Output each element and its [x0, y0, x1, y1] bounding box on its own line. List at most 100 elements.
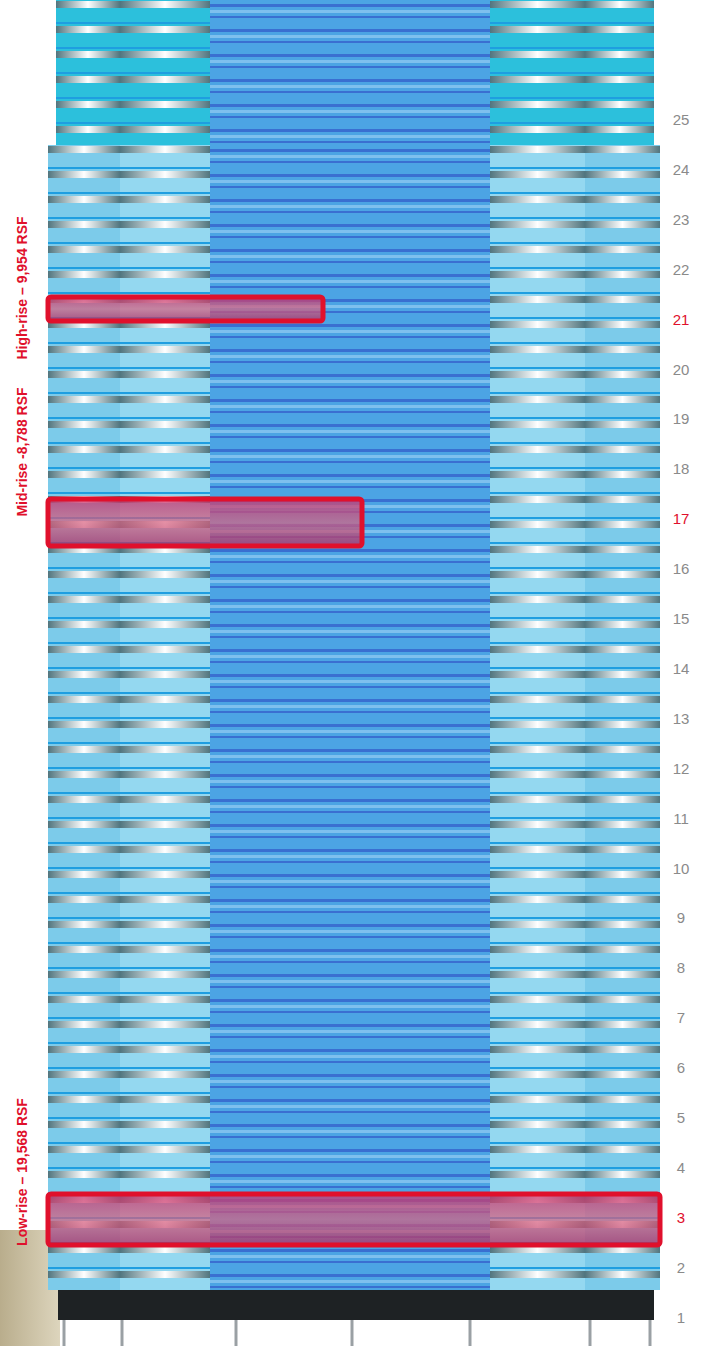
facade-line: [490, 467, 585, 469]
facade-line: [210, 1124, 490, 1127]
facade-line: [210, 899, 490, 902]
facade-stripe: [56, 126, 120, 133]
facade-stripe: [490, 846, 585, 853]
facade-line: [210, 680, 490, 683]
building-body: [48, 0, 660, 1290]
facade-stripe: [490, 496, 585, 503]
facade-stripe: [490, 446, 585, 453]
facade-line: [585, 542, 660, 544]
facade-stripe: [120, 596, 210, 603]
facade-stripe: [490, 101, 585, 108]
facade-line: [210, 60, 490, 63]
facade-line: [490, 22, 585, 24]
facade-line: [210, 574, 490, 577]
facade-line: [48, 367, 120, 369]
facade-line: [210, 336, 490, 338]
facade-line: [210, 980, 490, 983]
facade-line: [210, 1249, 490, 1252]
facade-line: [210, 636, 490, 638]
facade-stripe: [490, 1146, 585, 1153]
facade-stripe: [585, 821, 660, 828]
facade-stripe: [48, 746, 120, 753]
facade-stripe: [490, 1071, 585, 1078]
facade-line: [210, 755, 490, 758]
facade-line: [56, 47, 120, 49]
facade-line: [490, 1117, 585, 1119]
facade-line: [490, 767, 585, 769]
facade-stripe: [585, 271, 660, 278]
facade-stripe: [48, 171, 120, 178]
facade-line: [210, 230, 490, 233]
facade-stripe: [585, 546, 660, 553]
facade-line: [210, 224, 490, 227]
facade-line: [585, 1067, 660, 1069]
facade-line: [210, 29, 490, 32]
facade-line: [210, 35, 490, 38]
facade-line: [120, 1067, 210, 1069]
facade-line: [120, 967, 210, 969]
facade-line: [210, 605, 490, 608]
facade-stripe: [585, 946, 660, 953]
facade-line: [490, 742, 585, 744]
floor-number: 9: [677, 909, 685, 926]
facade-stripe: [120, 221, 210, 228]
facade-stripe: [585, 76, 654, 83]
facade-stripe: [490, 896, 585, 903]
facade-line: [48, 742, 120, 744]
facade-stripe: [48, 671, 120, 678]
facade-line: [490, 792, 585, 794]
facade-line: [210, 110, 490, 113]
facade-line: [585, 47, 654, 49]
facade-line: [120, 292, 210, 294]
facade-line: [585, 592, 660, 594]
facade-line: [210, 1155, 490, 1158]
facade-line: [210, 599, 490, 602]
facade-stripe: [48, 1271, 120, 1278]
facade-line: [210, 986, 490, 988]
facade-line: [210, 911, 490, 913]
floor-number: 19: [673, 410, 690, 427]
facade-stripe: [490, 721, 585, 728]
facade-line: [585, 1092, 660, 1094]
facade-line: [210, 1274, 490, 1277]
facade-line: [210, 205, 490, 208]
facade-line: [490, 667, 585, 669]
facade-line: [120, 392, 210, 394]
facade-line: [210, 711, 490, 713]
floor-number: 13: [673, 709, 690, 726]
facade-line: [210, 1174, 490, 1177]
facade-line: [490, 817, 585, 819]
facade-stripe: [120, 271, 210, 278]
facade-stripe: [585, 101, 654, 108]
facade-line: [210, 811, 490, 813]
facade-stripe: [48, 846, 120, 853]
facade-line: [210, 91, 490, 93]
facade-line: [210, 330, 490, 333]
floor-number: 24: [673, 160, 690, 177]
facade-stripe: [48, 471, 120, 478]
facade-stripe: [48, 221, 120, 228]
facade-line: [210, 411, 490, 413]
facade-line: [210, 930, 490, 933]
facade-line: [210, 155, 490, 158]
facade-stripe: [585, 521, 660, 528]
facade-stripe: [585, 171, 660, 178]
facade-stripe: [120, 246, 210, 253]
facade-line: [585, 1017, 660, 1019]
facade-stripe: [48, 146, 120, 153]
floor-number: 15: [673, 610, 690, 627]
facade-line: [48, 1267, 120, 1269]
facade-line: [48, 1017, 120, 1019]
facade-stripe: [585, 696, 660, 703]
facade-line: [210, 261, 490, 263]
facade-stripe: [120, 746, 210, 753]
facade-line: [48, 942, 120, 944]
facade-stripe: [585, 571, 660, 578]
facade-line: [585, 167, 660, 169]
facade-line: [490, 917, 585, 919]
facade-stripe: [120, 821, 210, 828]
facade-line: [48, 617, 120, 619]
facade-line: [585, 1167, 660, 1169]
facade-line: [585, 442, 660, 444]
facade-line: [585, 467, 660, 469]
